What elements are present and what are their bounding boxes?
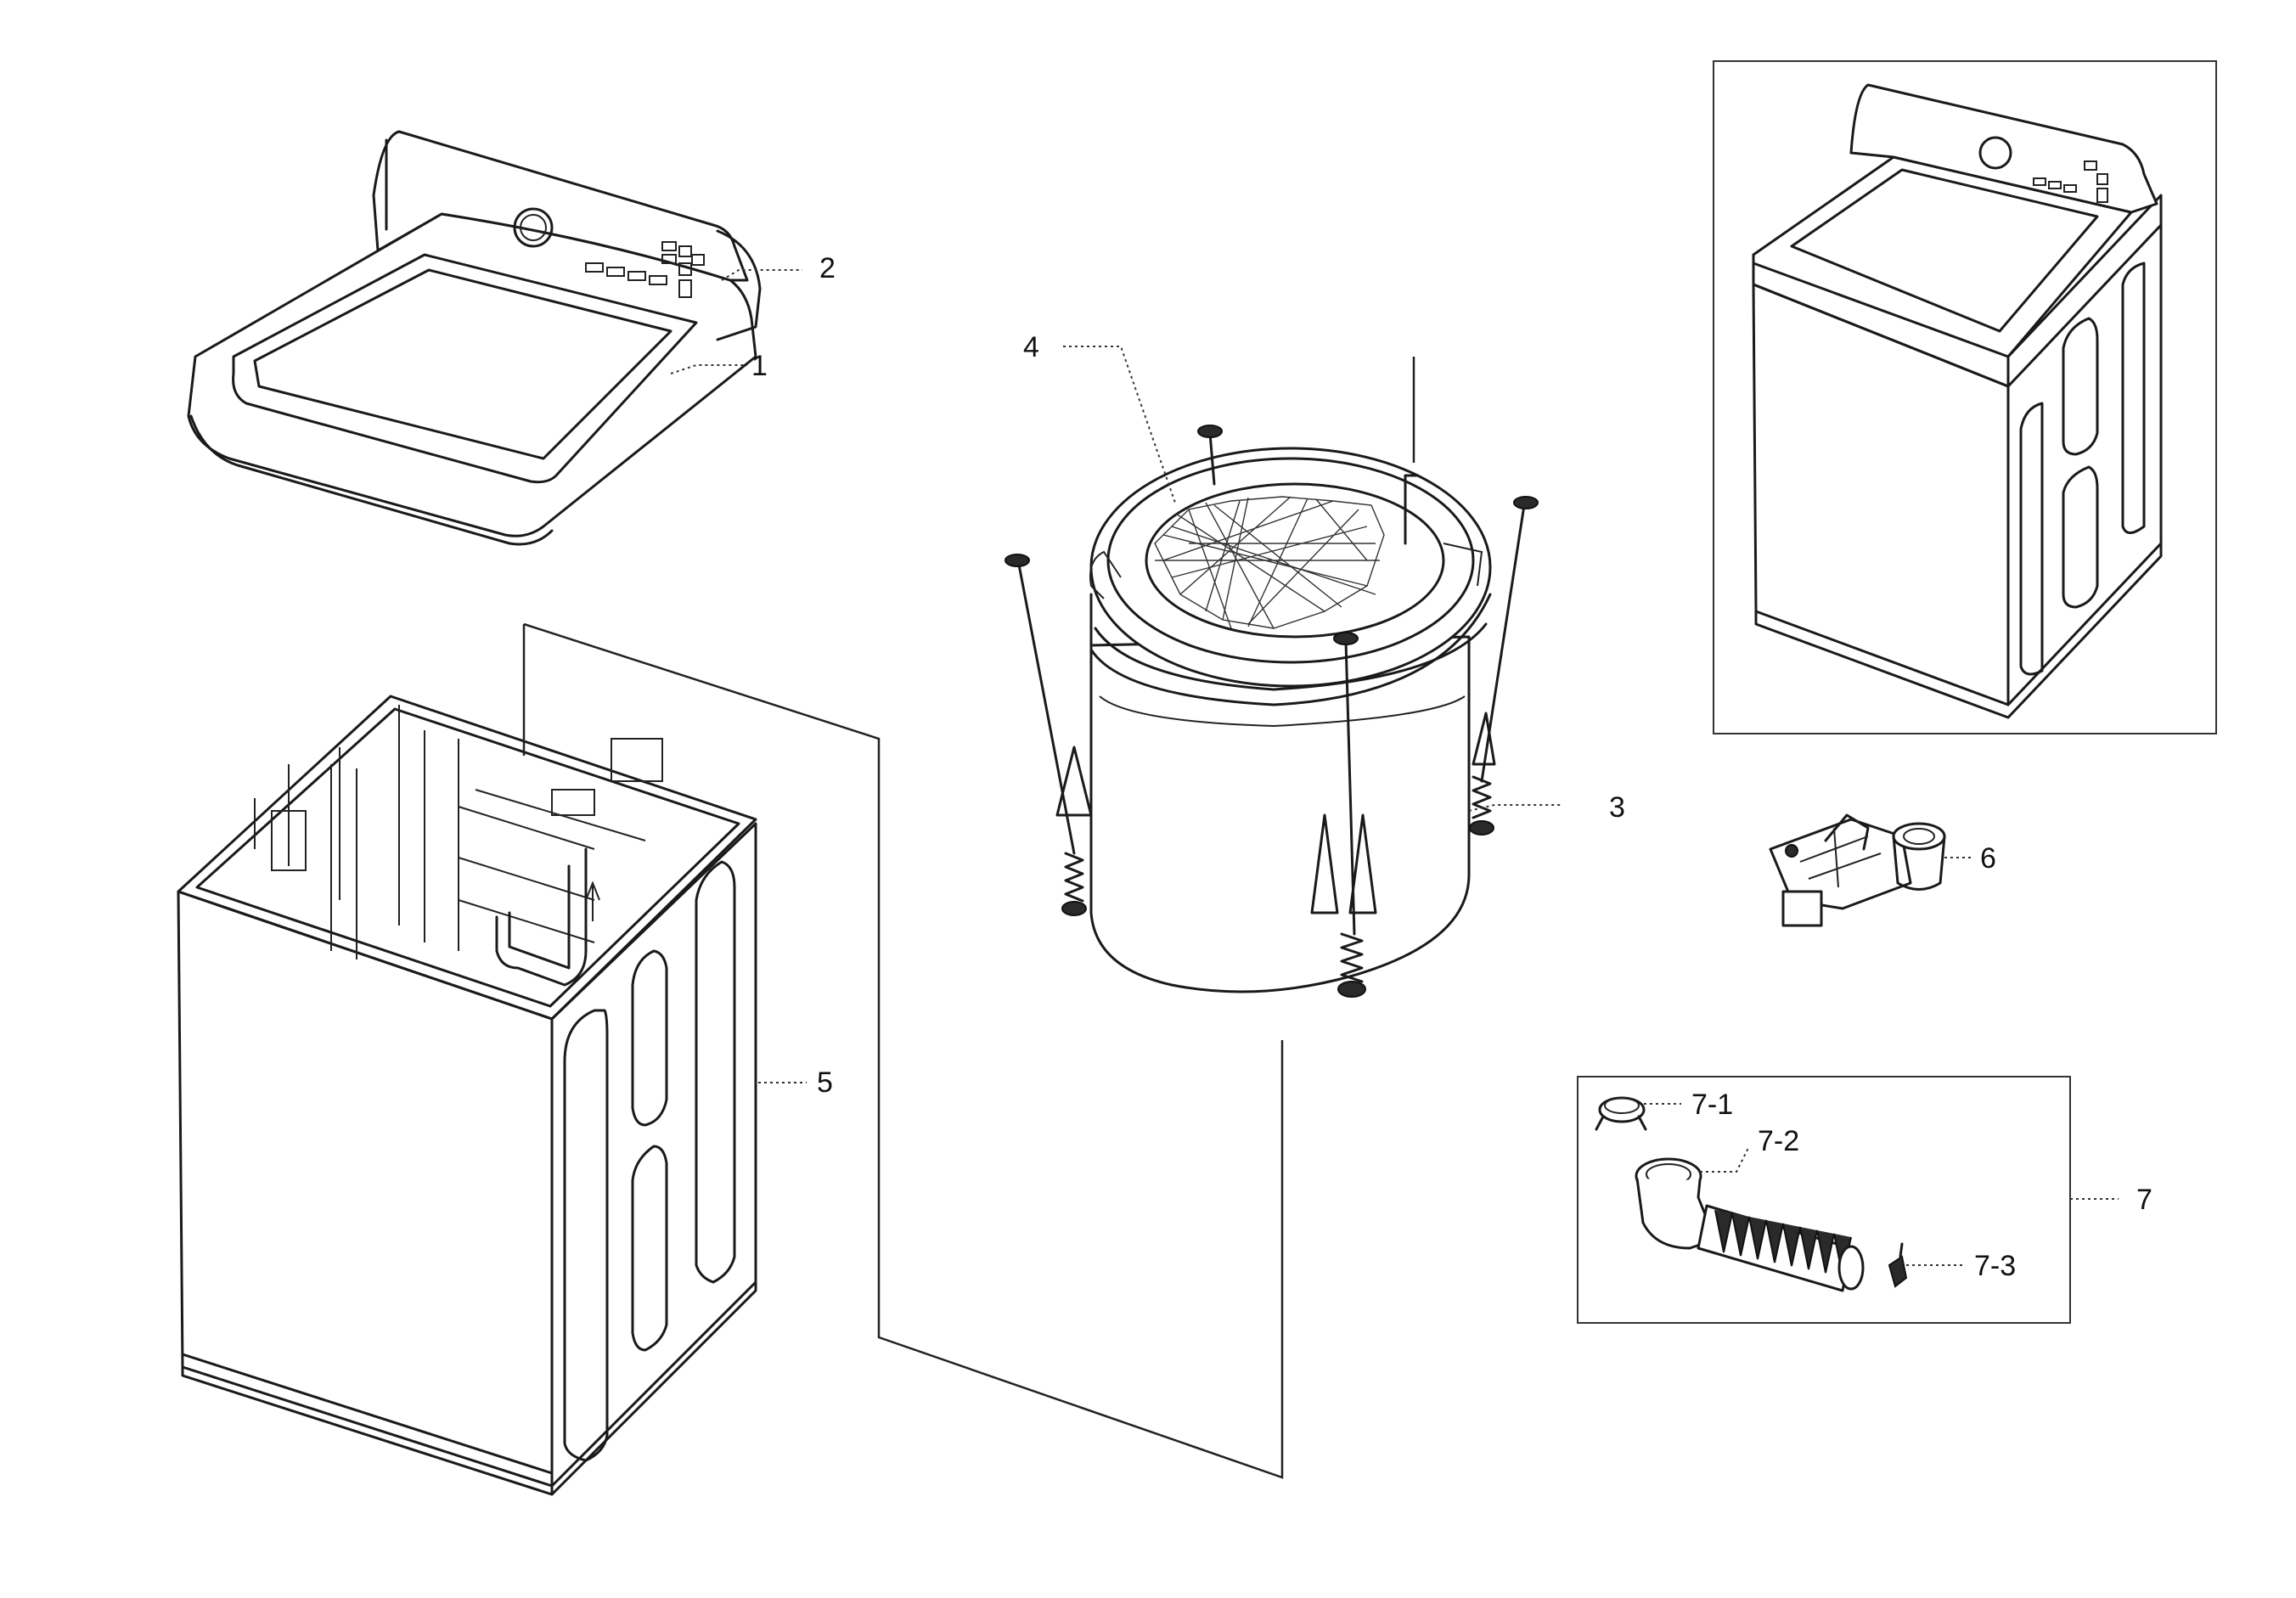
label-part-7-1: 7-1 xyxy=(1691,1089,1733,1121)
label-part-3: 3 xyxy=(1609,791,1625,824)
drain-hose-7-2 xyxy=(1635,1157,1865,1292)
label-part-1: 1 xyxy=(751,350,768,382)
hose-clamp-7-1 xyxy=(1595,1096,1647,1131)
installation-guide-lines xyxy=(522,357,1415,1479)
assembled-washer-reference xyxy=(1713,60,2217,734)
drain-pump xyxy=(1769,813,1946,927)
hose-clip-7-3 xyxy=(1888,1242,1908,1288)
tub-assembly xyxy=(1004,425,1539,998)
label-part-4: 4 xyxy=(1023,331,1039,363)
top-cover-assembly xyxy=(187,130,762,546)
label-part-6: 6 xyxy=(1980,842,1996,875)
callout-labels: 2 1 4 3 6 5 7 7-1 7-2 7-3 xyxy=(751,252,2152,1282)
label-part-5: 5 xyxy=(817,1066,833,1099)
label-part-7-3: 7-3 xyxy=(1974,1250,2016,1282)
label-part-7: 7 xyxy=(2136,1184,2152,1216)
label-part-2: 2 xyxy=(819,252,836,284)
tub-mesh-balancer xyxy=(1154,496,1385,629)
label-part-7-2: 7-2 xyxy=(1758,1125,1799,1157)
leader-lines xyxy=(670,269,2119,1266)
cabinet-assembly xyxy=(177,695,757,1496)
drain-hose-kit xyxy=(1577,1076,2071,1324)
